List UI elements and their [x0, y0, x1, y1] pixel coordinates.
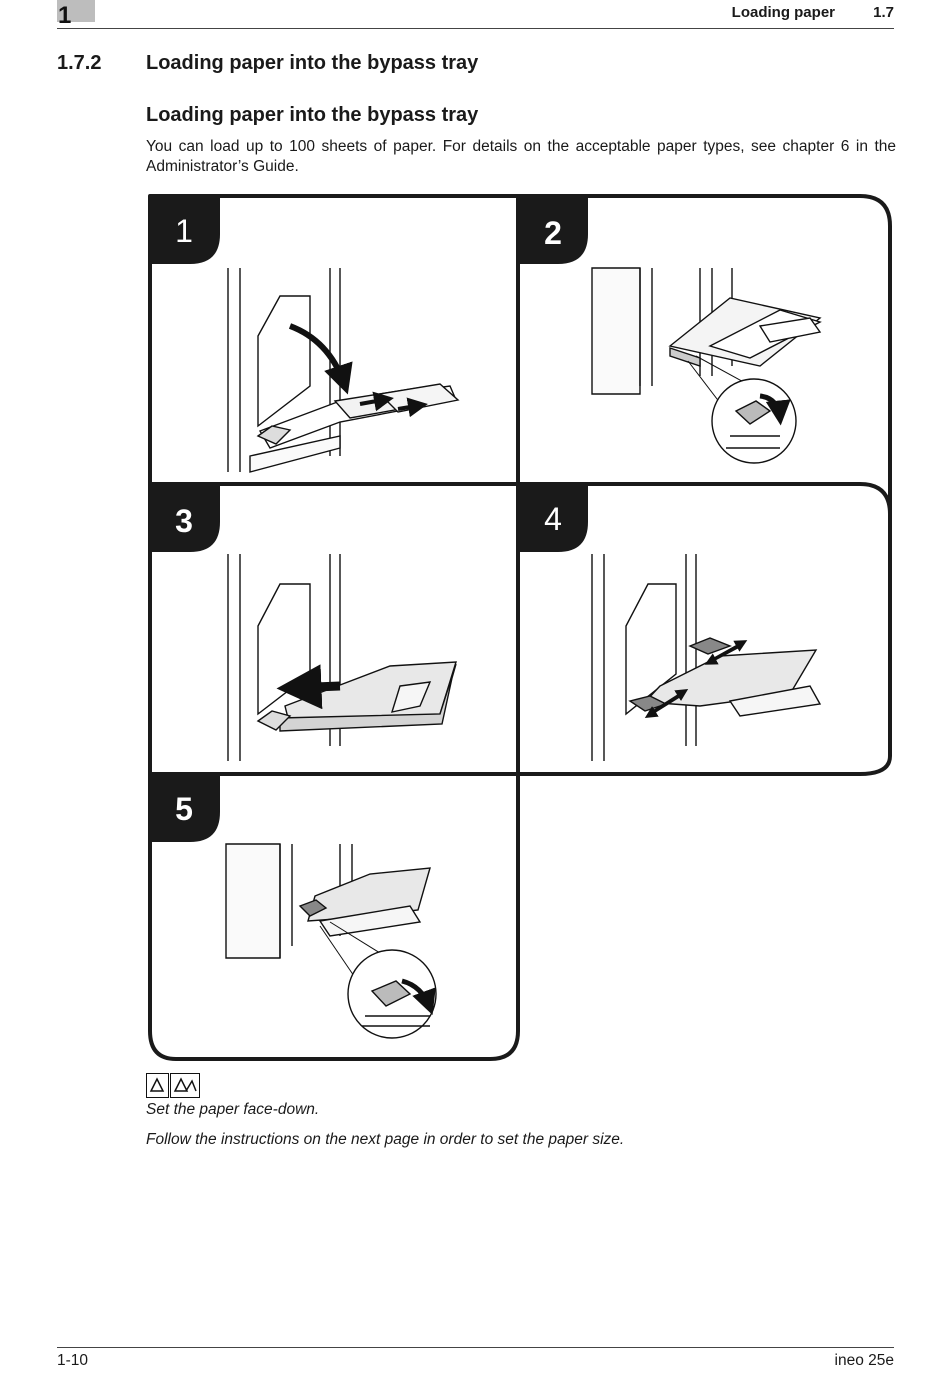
step-badge-4: 4: [518, 484, 588, 552]
panel-2-drawing: [591, 267, 822, 464]
running-header-title: Loading paper: [731, 4, 835, 21]
step-badge-3: 3: [150, 484, 220, 552]
section-number: 1.7.2: [57, 52, 102, 74]
page-number: 1-10: [57, 1352, 89, 1369]
panel-5-drawing: [225, 843, 437, 1039]
section-title: Loading paper into the bypass tray: [146, 52, 479, 74]
panel-4-drawing: [591, 554, 822, 761]
note-icon: [146, 1073, 200, 1098]
step-badge-2: 2: [518, 196, 588, 264]
panel-1-drawing: [227, 268, 460, 473]
step-number: 2: [544, 215, 562, 251]
step-number: 1: [175, 213, 193, 249]
header-divider: [57, 28, 894, 29]
step-badge-5: 5: [150, 774, 220, 842]
running-header-section: 1.7: [873, 4, 894, 21]
note-text: Follow the instructions on the next page…: [146, 1131, 625, 1148]
product-name: ineo 25e: [834, 1352, 894, 1369]
note-text: Set the paper face-down.: [146, 1101, 320, 1118]
subheading: Loading paper into the bypass tray: [146, 104, 479, 126]
step-number: 4: [544, 501, 562, 537]
step-number: 5: [175, 791, 193, 827]
step-number: 3: [175, 503, 193, 539]
panel-3-drawing: [227, 554, 457, 761]
procedure-illustration: 1 2 3 4 5: [148, 194, 892, 1061]
intro-paragraph: You can load up to 100 sheets of paper. …: [146, 138, 896, 175]
chapter-number: 1: [58, 2, 72, 29]
chapter-tab: [57, 0, 95, 22]
panel-divider: [150, 482, 892, 515]
step-badge-1: 1: [150, 196, 220, 264]
footer-divider: [57, 1347, 894, 1348]
